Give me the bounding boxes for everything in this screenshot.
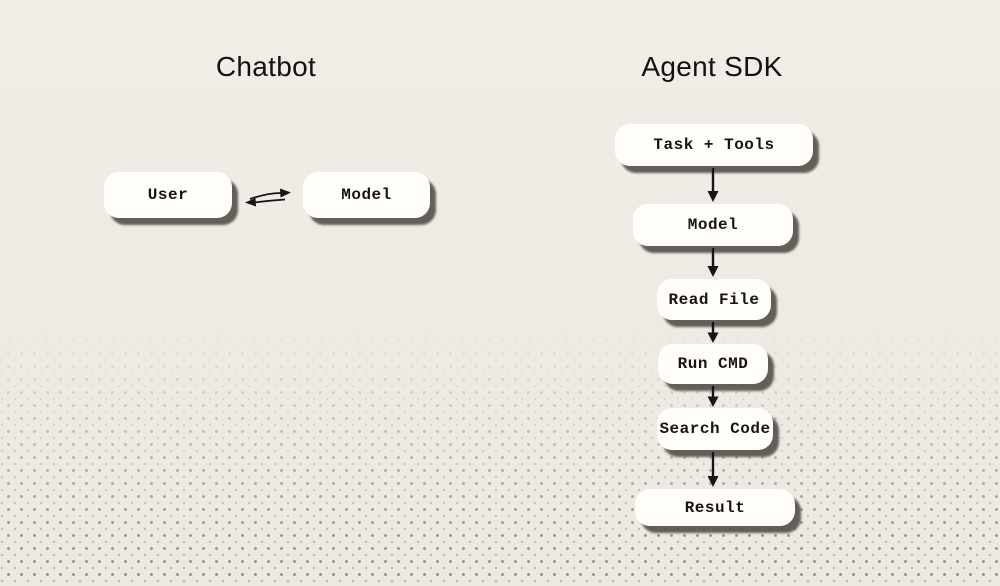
node-search-code: Search Code — [657, 408, 773, 450]
node-task-tools: Task + Tools — [615, 124, 813, 166]
agent-sdk-section-title: Agent SDK — [641, 51, 783, 82]
halftone-dot-texture — [0, 318, 1000, 586]
node-run-cmd: Run CMD — [658, 344, 768, 384]
node-model-chatbot: Model — [303, 172, 430, 218]
node-model-chatbot-label: Model — [341, 186, 392, 204]
node-read-file: Read File — [657, 279, 771, 320]
down-arrow-icon — [706, 452, 720, 492]
node-result: Result — [635, 489, 795, 526]
node-user-label: User — [147, 186, 189, 204]
node-task-tools-label: Task + Tools — [653, 136, 775, 154]
node-search-code-label: Search Code — [659, 420, 771, 438]
node-read-file-label: Read File — [668, 290, 760, 309]
bidirectional-arrow-icon — [242, 185, 294, 216]
node-result-label: Result — [684, 498, 746, 517]
down-arrow-icon — [706, 168, 720, 207]
chatbot-section-title: Chatbot — [215, 51, 317, 82]
node-model-agent-label: Model — [687, 216, 739, 234]
down-arrow-icon — [706, 248, 720, 282]
node-user: User — [104, 172, 232, 218]
node-model-agent: Model — [633, 204, 793, 246]
node-run-cmd-label: Run CMD — [677, 355, 749, 373]
